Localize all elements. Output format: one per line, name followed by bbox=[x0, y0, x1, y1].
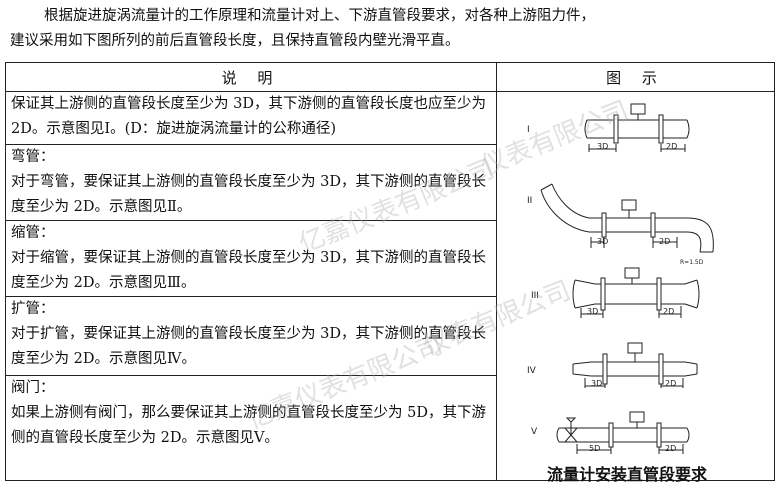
figure-3-downstream-label: 2D bbox=[663, 307, 674, 316]
table-row: 缩管： 对于缩管，要保证其上游侧的直管段长度至少为 3D，其下游侧的直管段长度至… bbox=[5, 220, 775, 297]
figure-1-upstream-label: 3D bbox=[597, 142, 608, 151]
header-description: 说 明 bbox=[5, 62, 497, 92]
figure-label-3: III bbox=[531, 291, 539, 301]
figure-caption: 流量计安装直管段要求 bbox=[547, 465, 708, 484]
row-straight-description: 保证其上游侧的直管段长度至少为 3D，其下游侧的直管段长度也应至少为 2D。示意… bbox=[5, 91, 497, 145]
table-header-row: 说 明 图 示 bbox=[5, 62, 775, 92]
row-expander-text: 对于扩管，要保证其上游侧的直管段长度至少为 3D，其下游侧的直管段长度至少为 2… bbox=[11, 326, 486, 367]
figure-2-bend-pipe bbox=[540, 183, 714, 253]
figure-2-bend-radius: R=1.5D bbox=[680, 259, 704, 266]
row-expander-title: 扩管： bbox=[11, 301, 55, 317]
intro-paragraph: 根据旋进旋涡流量计的工作原理和流量计对上、下游直管段要求，对各种上游阻力件， 建… bbox=[10, 4, 772, 54]
header-figure: 图 示 bbox=[496, 62, 775, 92]
figure-3-upstream-label: 3D bbox=[587, 307, 598, 316]
figure-4-downstream-label: 2D bbox=[665, 379, 676, 388]
figure-cell: I 3D 2D II bbox=[496, 91, 775, 484]
row-reducer-text: 对于缩管，要保证其上游侧的直管段长度至少为 3D，其下游侧的直管段长度至少为 2… bbox=[11, 250, 486, 291]
pipe-installation-diagram: I 3D 2D II bbox=[527, 103, 714, 454]
row-bend-description: 弯管： 对于弯管，要保证其上游侧的直管段长度至少为 3D，其下游侧的直管段长度至… bbox=[5, 144, 497, 221]
row-valve-title: 阀门： bbox=[11, 380, 55, 396]
figure-2-downstream-label: 2D bbox=[659, 237, 670, 246]
table-row: 阀门： 如果上游侧有阀门，那么要保证其上游侧的直管段长度至少为 5D，其下游侧的… bbox=[5, 375, 775, 481]
figure-1-downstream-label: 2D bbox=[666, 142, 677, 151]
figure-4-expander-pipe bbox=[572, 342, 698, 388]
figure-5-upstream-label: 5D bbox=[589, 444, 600, 453]
row-valve-description: 阀门： 如果上游侧有阀门，那么要保证其上游侧的直管段长度至少为 5D，其下游侧的… bbox=[5, 375, 497, 481]
intro-line-2: 建议采用如下图所列的前后直管段长度，且保持直管段内壁光滑平直。 bbox=[10, 33, 460, 49]
table-row: 保证其上游侧的直管段长度至少为 3D，其下游侧的直管段长度也应至少为 2D。示意… bbox=[5, 91, 775, 484]
table-row: 弯管： 对于弯管，要保证其上游侧的直管段长度至少为 3D，其下游侧的直管段长度至… bbox=[5, 144, 775, 221]
figure-4-upstream-label: 3D bbox=[591, 379, 602, 388]
figure-label-2: II bbox=[527, 196, 532, 206]
figure-1-straight-pipe bbox=[584, 103, 690, 152]
figure-3-reducer-pipe bbox=[572, 267, 700, 318]
figure-2-upstream-label: 3D bbox=[597, 237, 608, 246]
figure-label-1: I bbox=[527, 125, 530, 135]
row-valve-text: 如果上游侧有阀门，那么要保证其上游侧的直管段长度至少为 5D，其下游侧的直管段长… bbox=[11, 405, 486, 446]
row-reducer-description: 缩管： 对于缩管，要保证其上游侧的直管段长度至少为 3D，其下游侧的直管段长度至… bbox=[5, 220, 497, 297]
table-row: 扩管： 对于扩管，要保证其上游侧的直管段长度至少为 3D，其下游侧的直管段长度至… bbox=[5, 296, 775, 376]
row-bend-title: 弯管： bbox=[11, 149, 55, 165]
figure-label-5: V bbox=[531, 427, 538, 437]
figure-label-4: IV bbox=[527, 366, 537, 376]
figure-5-valve-pipe bbox=[556, 411, 690, 454]
row-bend-text: 对于弯管，要保证其上游侧的直管段长度至少为 3D，其下游侧的直管段长度至少为 2… bbox=[11, 174, 486, 215]
straight-pipe-requirements-table: 说 明 图 示 保证其上游侧的直管段长度至少为 3D，其下游侧的直管段长度也应至… bbox=[5, 62, 775, 484]
figure-5-downstream-label: 2D bbox=[665, 444, 676, 453]
intro-line-1: 根据旋进旋涡流量计的工作原理和流量计对上、下游直管段要求，对各种上游阻力件， bbox=[44, 8, 595, 24]
row-reducer-title: 缩管： bbox=[11, 225, 55, 241]
row-straight-text: 保证其上游侧的直管段长度至少为 3D，其下游侧的直管段长度也应至少为 2D。示意… bbox=[11, 96, 486, 137]
row-expander-description: 扩管： 对于扩管，要保证其上游侧的直管段长度至少为 3D，其下游侧的直管段长度至… bbox=[5, 296, 497, 376]
